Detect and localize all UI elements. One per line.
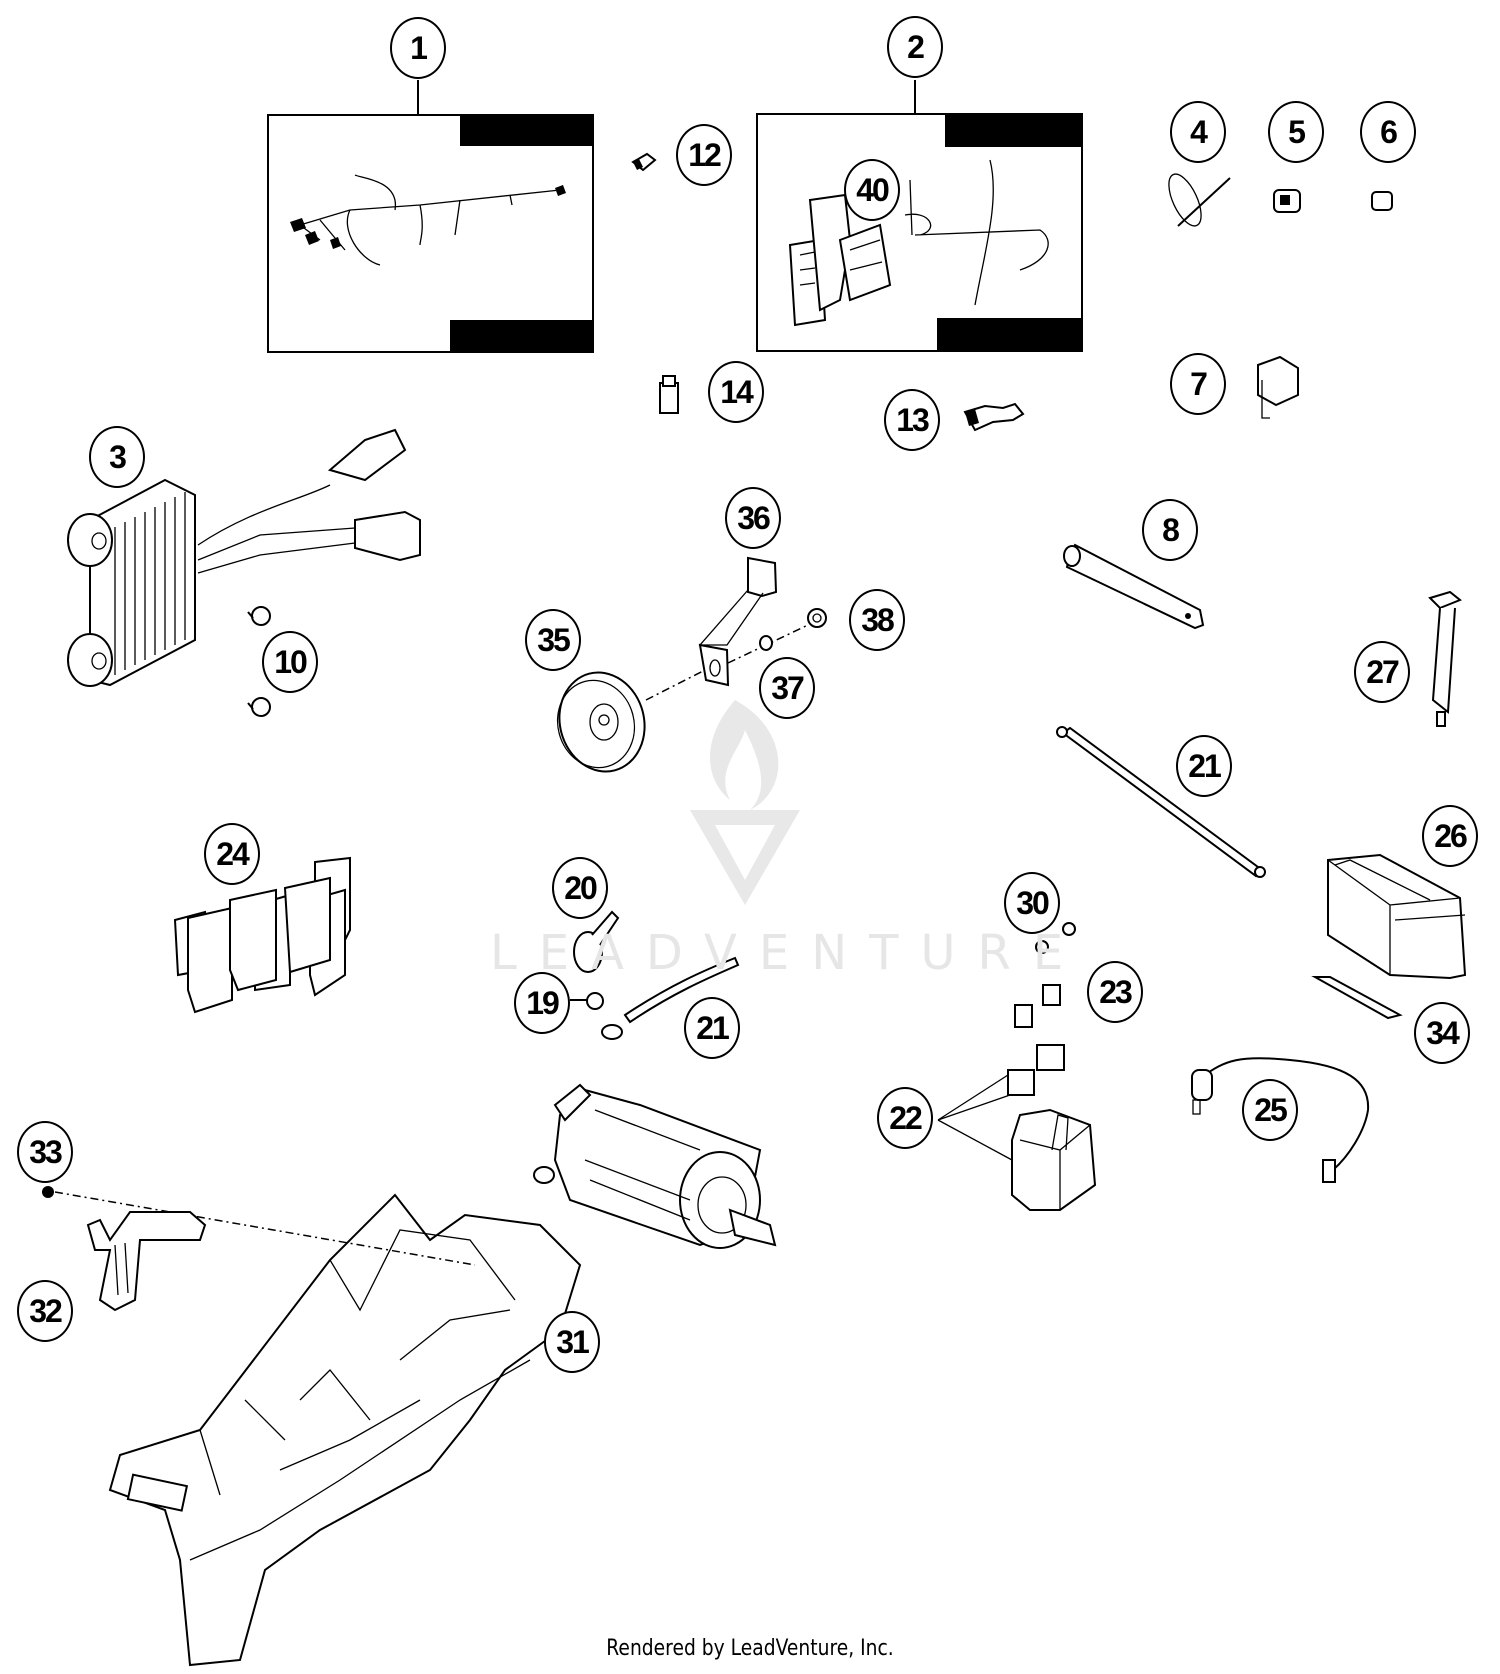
callout-20[interactable]: 20 [552, 857, 608, 919]
ground-strap-part[interactable] [1063, 543, 1205, 630]
battery-cable-part [1191, 1057, 1370, 1183]
ground-cable-part [1056, 726, 1266, 878]
relay-part [1257, 355, 1299, 419]
callout-6[interactable]: 6 [1360, 101, 1416, 163]
callout-19[interactable]: 19 [514, 972, 570, 1034]
callout-35[interactable]: 35 [525, 609, 581, 671]
starter-relay-part[interactable] [1007, 1044, 1097, 1211]
callout-36[interactable]: 36 [725, 487, 781, 549]
callout-1[interactable]: 1 [390, 17, 446, 79]
assembly-line [54, 1191, 476, 1266]
callout-13[interactable]: 13 [884, 389, 940, 451]
horn-part[interactable] [548, 663, 656, 781]
callout-5[interactable]: 5 [1268, 101, 1324, 163]
callout-32[interactable]: 32 [17, 1280, 73, 1342]
callout-23[interactable]: 23 [1087, 961, 1143, 1023]
bulb-part [631, 152, 657, 172]
watermark-text: LEADVENTURE [490, 925, 1086, 981]
callout-4[interactable]: 4 [1170, 101, 1226, 163]
connector-part [963, 402, 1025, 432]
callout-7[interactable]: 7 [1170, 353, 1226, 415]
callout-21-starter-cable[interactable]: 21 [684, 997, 740, 1059]
screw-part [247, 606, 271, 717]
callout-22[interactable]: 22 [877, 1087, 933, 1149]
clip-small-part [1371, 191, 1393, 211]
assembly-line [727, 624, 809, 664]
sub-wiring-harness[interactable] [756, 80, 1083, 352]
callout-40[interactable]: 40 [844, 159, 900, 221]
ignition-switch-drawing [788, 193, 892, 327]
callout-14[interactable]: 14 [708, 361, 764, 423]
callout-31[interactable]: 31 [544, 1311, 600, 1373]
nut-19-part [586, 992, 604, 1010]
battery-holder-part[interactable] [108, 1193, 582, 1667]
leader-lines-22 [937, 1074, 1013, 1161]
horn-bracket-part [698, 556, 778, 687]
callout-25[interactable]: 25 [1242, 1079, 1298, 1141]
callout-38[interactable]: 38 [849, 589, 905, 651]
assembly-line [645, 669, 706, 701]
cable-tie-part [1168, 173, 1231, 227]
callout-3[interactable]: 3 [89, 426, 145, 488]
callout-26[interactable]: 26 [1422, 805, 1478, 867]
callout-34[interactable]: 34 [1414, 1002, 1470, 1064]
fuse-part [1014, 984, 1061, 1028]
terminal-cap-part [573, 910, 620, 973]
fuse-box-part[interactable] [173, 856, 351, 1014]
callout-33[interactable]: 33 [17, 1121, 73, 1183]
voltage-regulator-part[interactable] [67, 428, 421, 687]
callout-12[interactable]: 12 [676, 124, 732, 186]
clip-part [1273, 189, 1301, 213]
callout-27[interactable]: 27 [1354, 641, 1410, 703]
plug-connector-part [659, 375, 679, 414]
watermark-logo [690, 700, 800, 905]
starter-motor-part [533, 1083, 777, 1249]
rivet-part [42, 1186, 54, 1198]
holder-bracket-part [86, 1211, 207, 1312]
callout-24[interactable]: 24 [204, 823, 260, 885]
battery-pad-part [1311, 976, 1403, 1020]
washer-part [759, 635, 773, 651]
callout-30[interactable]: 30 [1004, 872, 1060, 934]
footer-credit: Rendered by LeadVenture, Inc. [606, 1636, 894, 1661]
screw-30-part [1035, 922, 1076, 954]
callout-37[interactable]: 37 [759, 657, 815, 719]
callout-21-ground-cable[interactable]: 21 [1176, 735, 1232, 797]
callout-8[interactable]: 8 [1142, 499, 1198, 561]
starter-cable-part [601, 956, 740, 1040]
nut-part [807, 608, 827, 628]
callout-2[interactable]: 2 [887, 16, 943, 78]
battery-part[interactable] [1327, 853, 1467, 980]
main-wiring-harness[interactable] [267, 80, 594, 353]
callout-10[interactable]: 10 [262, 631, 318, 693]
fuse-puller-part [1428, 590, 1462, 727]
